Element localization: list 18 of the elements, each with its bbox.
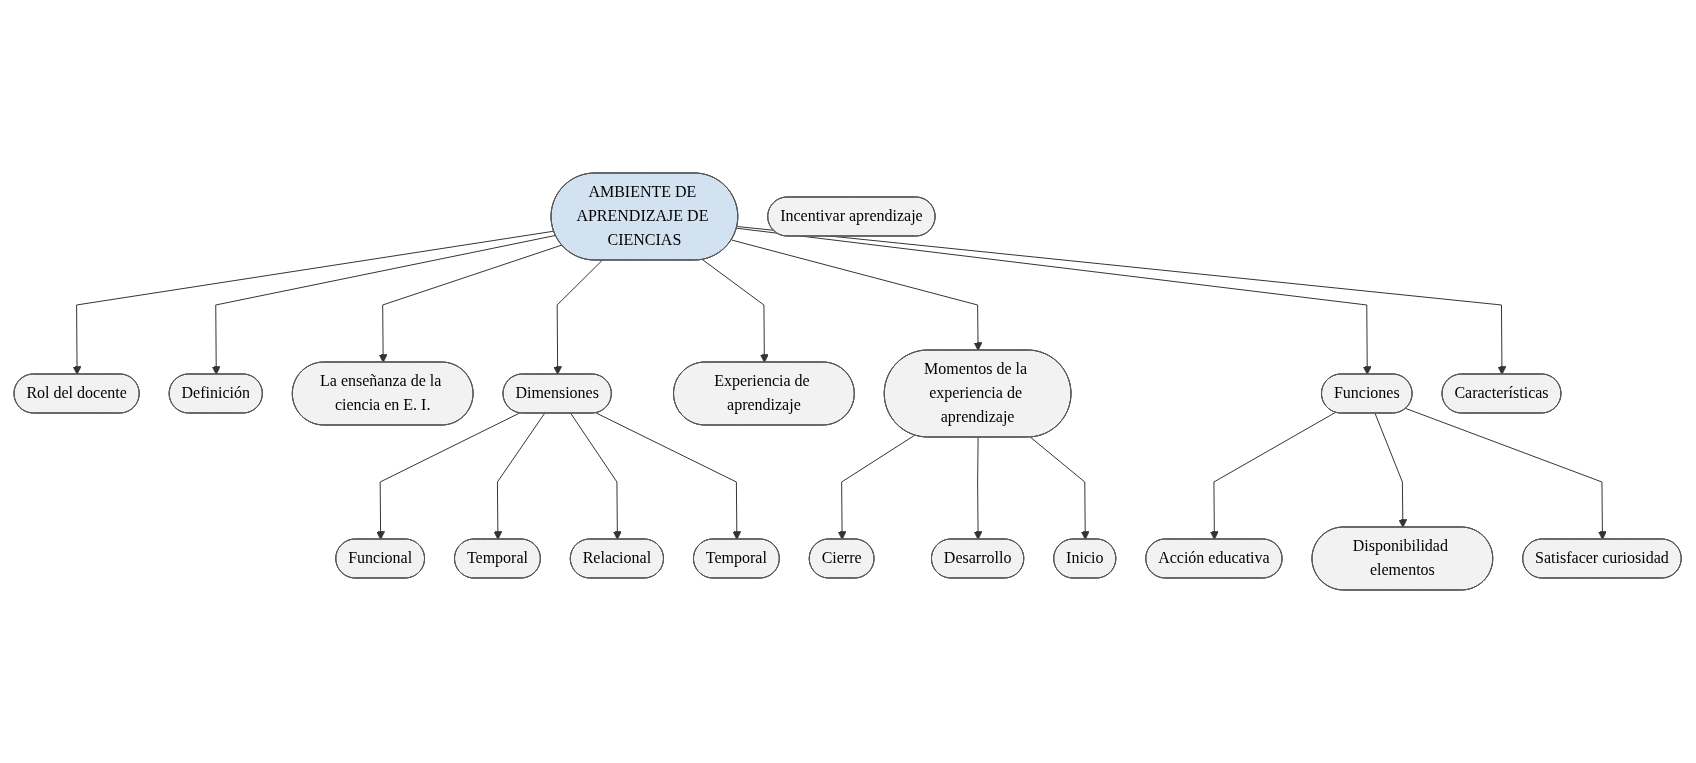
arrow bbox=[570, 413, 623, 540]
arrow bbox=[493, 413, 546, 540]
arrow bbox=[73, 230, 555, 375]
arrow bbox=[376, 412, 521, 540]
arrow bbox=[596, 412, 742, 540]
arrow bbox=[737, 226, 1507, 375]
arrow bbox=[838, 434, 916, 540]
arrow bbox=[379, 244, 563, 363]
arrow bbox=[731, 239, 983, 351]
arrow bbox=[1030, 436, 1090, 540]
arrow bbox=[1375, 413, 1408, 528]
arrow bbox=[1210, 412, 1337, 540]
arrow bbox=[212, 234, 557, 375]
arrow bbox=[974, 437, 983, 540]
arrow bbox=[702, 259, 770, 363]
arrow bbox=[1405, 408, 1608, 540]
arrow bbox=[553, 260, 603, 375]
arrow bbox=[736, 227, 1372, 375]
